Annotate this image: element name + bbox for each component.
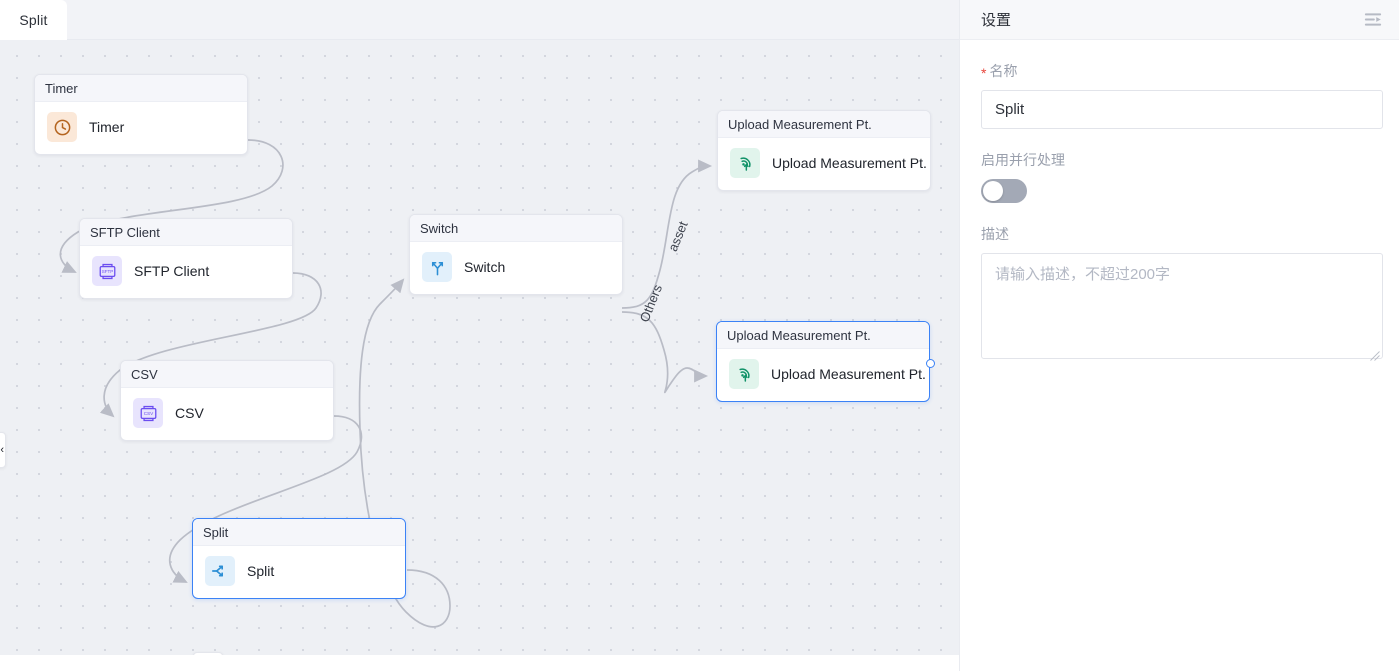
description-input-wrap	[981, 253, 1383, 364]
node-upload-measurement-pt-1[interactable]: Upload Measurement Pt. Upload Measuremen…	[717, 110, 931, 191]
required-asterisk: *	[981, 65, 987, 81]
node-header-label: Upload Measurement Pt.	[728, 116, 872, 132]
node-body: Upload Measurement Pt.	[717, 349, 929, 401]
node-header-label: SFTP Client	[90, 224, 160, 240]
sftp-icon: SFTP	[92, 256, 122, 286]
node-label: Upload Measurement Pt.	[772, 155, 927, 171]
node-sftp-client[interactable]: SFTP Client SFTP SFTP Client	[79, 218, 293, 299]
description-field-group: 描述	[981, 224, 1383, 364]
parallel-processing-toggle[interactable]	[981, 179, 1027, 203]
node-header: Switch	[410, 215, 622, 242]
node-header: SFTP Client	[80, 219, 292, 246]
node-body: Split	[193, 546, 405, 598]
node-split[interactable]: Split Split	[192, 518, 406, 599]
node-header: Upload Measurement Pt.	[718, 111, 930, 138]
settings-panel-header: 设置	[960, 0, 1399, 40]
name-input[interactable]	[981, 90, 1383, 129]
node-header-label: Switch	[420, 220, 459, 236]
svg-text:SFTP: SFTP	[101, 269, 113, 274]
node-upload-measurement-pt-2[interactable]: Upload Measurement Pt. Upload Measuremen…	[716, 321, 930, 402]
flow-canvas[interactable]: ‹	[0, 40, 959, 655]
settings-panel: 设置 * 名称 启用并行处理	[959, 0, 1399, 671]
chevron-left-icon[interactable]: ‹	[0, 432, 6, 468]
name-field-label: * 名称	[981, 61, 1381, 81]
node-header-label: Split	[203, 524, 229, 540]
branch-icon	[422, 252, 452, 282]
node-body: SFTP SFTP Client	[80, 246, 292, 298]
tab-bar: Split	[0, 0, 959, 40]
node-header: Upload Measurement Pt.	[717, 322, 929, 349]
node-body: Switch	[410, 242, 622, 294]
tab-label: Split	[19, 12, 48, 28]
node-header: Timer	[35, 75, 247, 102]
signal-up-icon	[729, 359, 759, 389]
parallel-field-group: 启用并行处理	[981, 150, 1381, 203]
node-header: CSV	[121, 361, 333, 388]
node-body: CSV CSV	[121, 388, 333, 440]
node-label: CSV	[175, 405, 204, 421]
collapse-panel-icon[interactable]	[1363, 10, 1383, 30]
node-body: Timer	[35, 102, 247, 154]
settings-panel-body: * 名称 启用并行处理 描述	[960, 40, 1399, 364]
node-label: Switch	[464, 259, 506, 275]
description-field-label: 描述	[981, 224, 1381, 244]
trash-icon[interactable]	[193, 652, 223, 655]
output-port[interactable]	[926, 359, 935, 368]
edge-label-asset: asset	[665, 219, 691, 254]
node-label: SFTP Client	[134, 263, 210, 279]
node-header-label: Timer	[45, 80, 78, 96]
parallel-label-text: 启用并行处理	[981, 152, 1065, 168]
tab-split[interactable]: Split	[0, 0, 67, 40]
svg-text:CSV: CSV	[143, 411, 153, 416]
node-header-label: CSV	[131, 366, 158, 382]
panel-title: 设置	[981, 12, 1012, 29]
node-label: Upload Measurement Pt.	[771, 366, 926, 382]
clock-icon	[47, 112, 77, 142]
signal-up-icon	[730, 148, 760, 178]
node-header: Split	[193, 519, 405, 546]
parallel-field-label: 启用并行处理	[981, 150, 1381, 170]
description-textarea[interactable]	[981, 253, 1383, 359]
node-switch[interactable]: Switch Switch	[409, 214, 623, 295]
node-label: Timer	[89, 119, 125, 135]
edge-label-others: Others	[637, 282, 666, 324]
toggle-knob	[983, 181, 1003, 201]
node-label: Split	[247, 563, 275, 579]
node-timer[interactable]: Timer Timer	[34, 74, 248, 155]
description-label-text: 描述	[981, 226, 1009, 242]
node-header-label: Upload Measurement Pt.	[727, 327, 871, 343]
name-label-text: 名称	[989, 63, 1018, 79]
editor-area: Split ‹	[0, 0, 959, 671]
canvas-bottom-strip	[0, 655, 959, 671]
name-field-group: * 名称	[981, 61, 1383, 129]
node-csv[interactable]: CSV CSV CSV	[120, 360, 334, 441]
node-body: Upload Measurement Pt.	[718, 138, 930, 190]
split-icon	[205, 556, 235, 586]
csv-icon: CSV	[133, 398, 163, 428]
